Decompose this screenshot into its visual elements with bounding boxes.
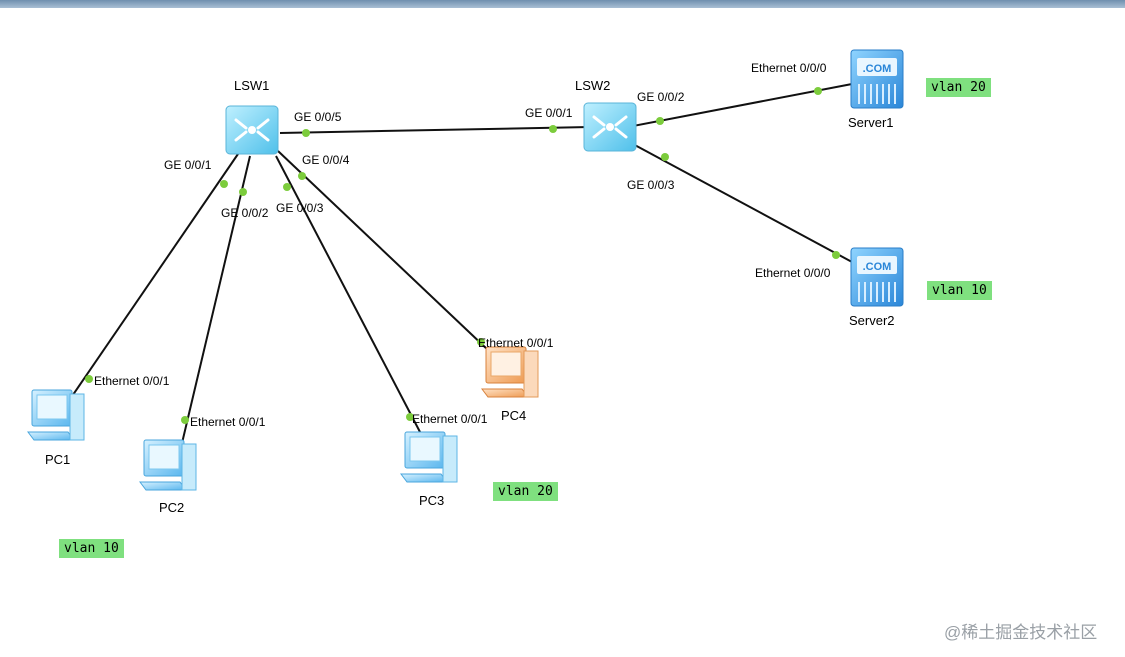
- port-dot: [661, 153, 669, 161]
- lsw2-switch-icon[interactable]: [582, 101, 638, 153]
- lsw2-label: LSW2: [575, 78, 611, 93]
- port-dot: [220, 180, 228, 188]
- vlan-tag-server2: vlan 10: [927, 281, 992, 300]
- pc3-label: PC3: [419, 493, 445, 508]
- link-lsw1-pc1[interactable]: [65, 153, 239, 406]
- link-lsw1-pc3[interactable]: [275, 155, 421, 433]
- server2-label: Server2: [849, 313, 895, 328]
- port-label-lsw1-ge005: GE 0/0/5: [294, 110, 342, 124]
- port-label-server2-eth: Ethernet 0/0/0: [755, 266, 831, 280]
- port-dot: [181, 416, 189, 424]
- server1-label: Server1: [848, 115, 894, 130]
- server-badge: .COM: [863, 261, 892, 273]
- pc2-label: PC2: [159, 500, 185, 515]
- port-label-pc1-eth: Ethernet 0/0/1: [94, 374, 170, 388]
- link-lsw1-pc4[interactable]: [277, 150, 489, 351]
- pc2-icon[interactable]: [139, 439, 197, 491]
- port-label-lsw1-ge004: GE 0/0/4: [302, 153, 350, 167]
- port-label-lsw2-ge003: GE 0/0/3: [627, 178, 675, 192]
- port-label-lsw1-ge003: GE 0/0/3: [276, 201, 324, 215]
- lsw1-switch-icon[interactable]: [224, 104, 280, 156]
- port-label-pc3-eth: Ethernet 0/0/1: [412, 412, 488, 426]
- port-dot: [656, 117, 664, 125]
- port-label-lsw1-ge001: GE 0/0/1: [164, 158, 212, 172]
- lsw1-label: LSW1: [234, 78, 270, 93]
- port-label-pc4-eth: Ethernet 0/0/1: [478, 336, 554, 350]
- port-label-pc2-eth: Ethernet 0/0/1: [190, 415, 266, 429]
- port-dot: [85, 375, 93, 383]
- port-label-lsw1-ge002: GE 0/0/2: [221, 206, 269, 220]
- pc3-icon[interactable]: [400, 431, 458, 483]
- link-lsw2-server2[interactable]: [632, 143, 853, 263]
- port-label-lsw2-ge002: GE 0/0/2: [637, 90, 685, 104]
- port-dot: [832, 251, 840, 259]
- pc1-label: PC1: [45, 452, 71, 467]
- watermark: @稀土掘金技术社区: [944, 623, 1098, 642]
- port-dot: [477, 338, 485, 346]
- port-dot: [302, 129, 310, 137]
- link-lsw1-lsw2[interactable]: [279, 126, 591, 134]
- port-dot: [283, 183, 291, 191]
- link-lsw1-pc2[interactable]: [177, 155, 251, 461]
- pc1-icon[interactable]: [27, 389, 85, 441]
- port-label-lsw2-ge001: GE 0/0/1: [525, 106, 573, 120]
- window-top-bar: [0, 0, 1125, 8]
- port-dot: [549, 125, 557, 133]
- port-label-server1-eth: Ethernet 0/0/0: [751, 61, 827, 75]
- vlan-tag-server1: vlan 20: [926, 78, 991, 97]
- vlan-tag-pc1: vlan 10: [59, 539, 124, 558]
- port-dot: [406, 413, 414, 421]
- server1-icon[interactable]: .COM: [850, 49, 904, 109]
- pc4-label: PC4: [501, 408, 527, 423]
- port-dot: [239, 188, 247, 196]
- port-dot: [814, 87, 822, 95]
- server2-icon[interactable]: .COM: [850, 247, 904, 307]
- server-badge: .COM: [863, 63, 892, 75]
- port-dot: [298, 172, 306, 180]
- vlan-tag-pc3: vlan 20: [493, 482, 558, 501]
- pc4-icon[interactable]: [481, 346, 539, 398]
